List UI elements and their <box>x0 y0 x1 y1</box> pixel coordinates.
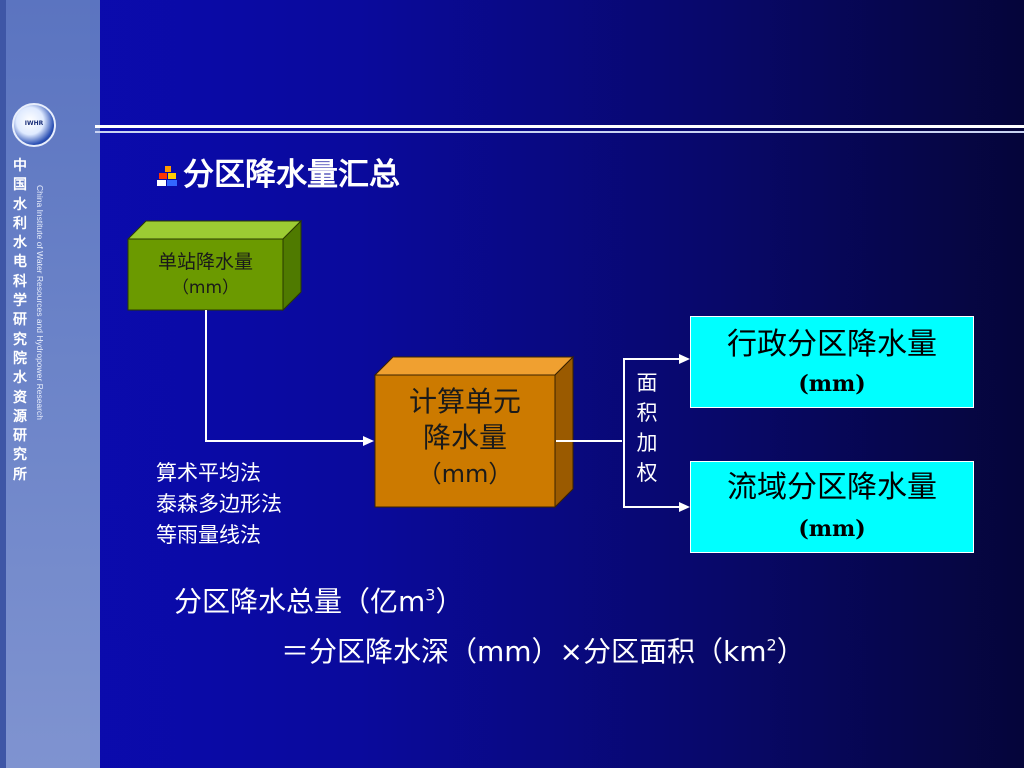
compute-box <box>373 355 575 509</box>
basin-region-box: 流域分区降水量 (mm) <box>690 461 974 553</box>
station-unit: （mm） <box>171 278 240 298</box>
arrow-to-admin <box>679 354 690 364</box>
connectors <box>205 310 682 508</box>
formula-line1-text: 分区降水总量（亿m <box>174 585 426 618</box>
area-weighting-label: 面积加权 <box>636 371 658 485</box>
basin-region-label: 流域分区降水量 <box>727 470 937 505</box>
admin-region-label: 行政分区降水量 <box>727 327 937 362</box>
admin-region-unit: (mm) <box>798 371 866 397</box>
logo-text: IWHR <box>24 120 44 127</box>
station-box <box>126 219 303 312</box>
arrow-to-basin <box>679 502 690 512</box>
header-rule <box>95 125 1024 128</box>
station-label: 单站降水量 <box>157 251 253 273</box>
bullet-icon <box>157 166 177 186</box>
formula-line2-text: ＝分区降水深（mm）×分区面积（km <box>281 635 767 668</box>
formula-line1-close: ） <box>435 585 464 618</box>
arrowheads <box>363 354 690 512</box>
institute-logo: IWHR <box>12 103 56 147</box>
compute-label-line2: 降水量 <box>422 421 507 454</box>
formula-line1: 分区降水总量（亿m3） <box>174 582 463 622</box>
method-thiessen-polygon: 泰森多边形法 <box>156 492 282 516</box>
basin-region-unit: (mm) <box>798 516 866 542</box>
formula-line2: ＝分区降水深（mm）×分区面积（km2） <box>281 632 805 672</box>
compute-unit: （mm） <box>417 460 513 488</box>
org-name-chinese: 中国水利水电科学研究院水资源研究所 <box>13 158 27 483</box>
sidebar: IWHR 中国水利水电科学研究院水资源研究所 China Institute o… <box>0 0 100 768</box>
compute-label-line1: 计算单元 <box>408 385 521 418</box>
compute-box-label: 计算单元 降水量 （mm） <box>375 384 555 492</box>
page-title: 分区降水量汇总 <box>183 157 400 193</box>
sidebar-stripe <box>0 0 6 768</box>
method-isohyet: 等雨量线法 <box>156 523 261 547</box>
header-rule-thin <box>95 131 1024 133</box>
formula-line1-exponent: 3 <box>425 585 436 605</box>
formula-line2-close: ） <box>776 635 805 668</box>
method-arithmetic-mean: 算术平均法 <box>156 461 261 485</box>
arrow-to-compute <box>363 436 374 446</box>
formula-line2-exponent: 2 <box>766 635 777 655</box>
station-box-label: 单站降水量 （mm） <box>128 247 283 299</box>
admin-region-box: 行政分区降水量 (mm) <box>690 316 974 408</box>
